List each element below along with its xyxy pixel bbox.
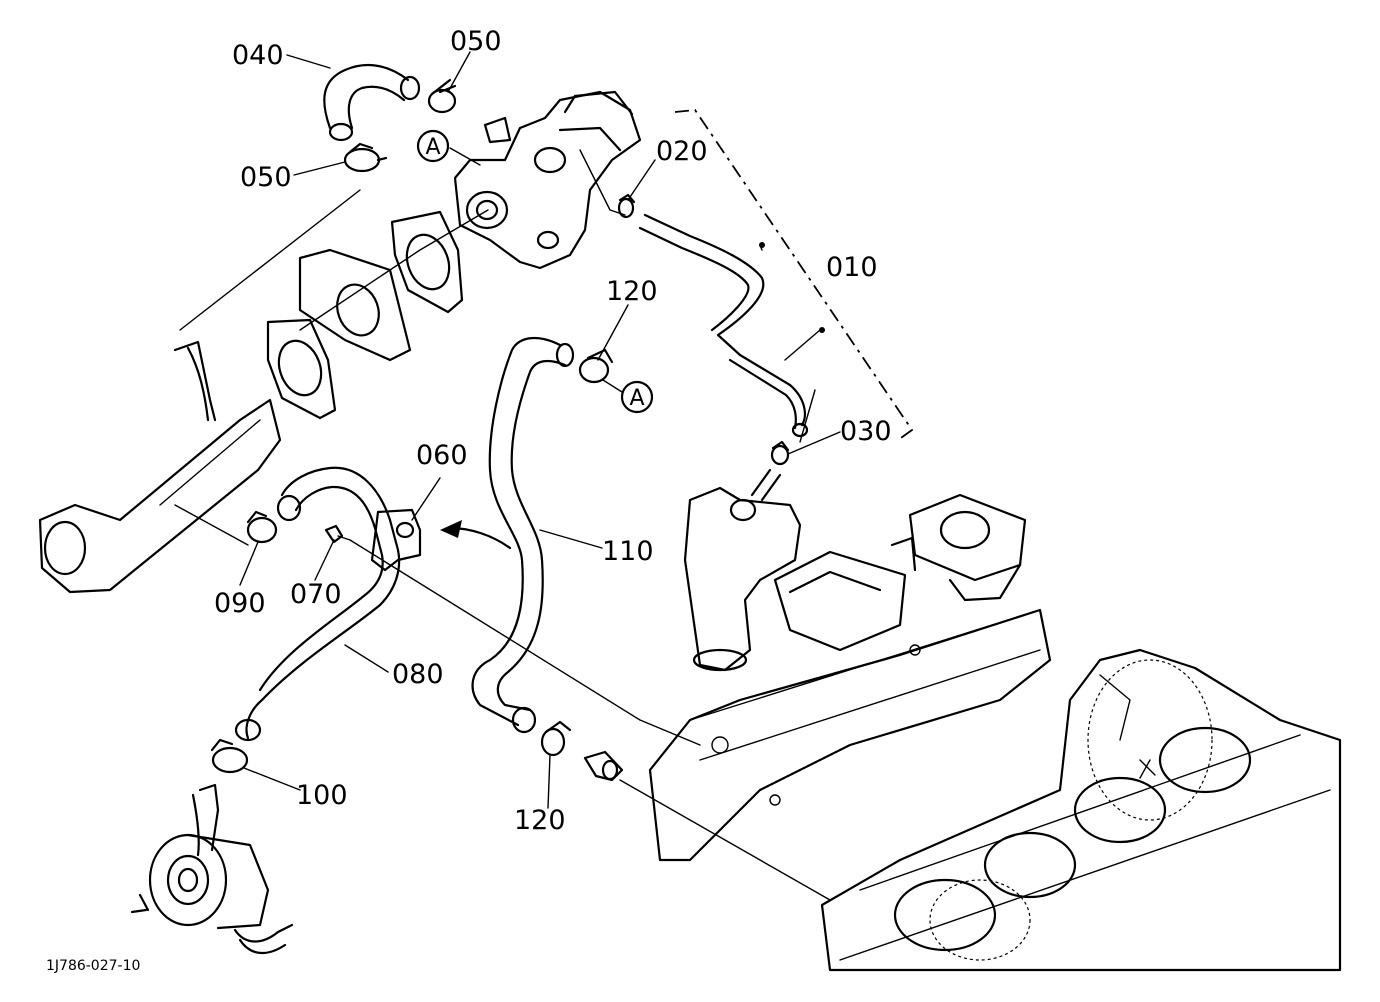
reference-code: 1J786-027-10: [46, 958, 140, 974]
leader-lines: [174, 51, 841, 901]
clamp-120-lower: [540, 720, 572, 757]
clamp-100: [210, 738, 249, 774]
clamp-090: [246, 510, 278, 544]
hose-110: [471, 337, 575, 734]
label-020: 020: [656, 136, 708, 167]
label-100: 100: [296, 780, 348, 811]
oil-cooler: [130, 783, 294, 955]
hose-040: [323, 63, 421, 142]
marker-a-mid-label: A: [629, 386, 644, 411]
label-080: 080: [392, 659, 444, 690]
water-fitting: [583, 750, 624, 782]
adapter-plate: [298, 248, 412, 362]
bracket-010: [674, 109, 914, 441]
hose-080: [234, 466, 401, 742]
label-030: 030: [840, 416, 892, 447]
gasket-lower: [266, 318, 337, 420]
pipe-010: [638, 213, 825, 438]
clamp-030: [750, 440, 790, 502]
gasket-upper: [390, 210, 464, 314]
bracket-060: [370, 508, 422, 572]
marker-a-mid: A: [620, 380, 654, 414]
label-050-top: 050: [450, 26, 502, 57]
label-010: 010: [826, 252, 878, 283]
label-090: 090: [214, 588, 266, 619]
cylinder-head: [820, 648, 1342, 972]
clamp-120-upper: [578, 348, 614, 384]
egr-cooler: [38, 340, 282, 594]
label-070: 070: [290, 579, 342, 610]
direction-arrow: [440, 520, 512, 550]
marker-a-top-label: A: [425, 135, 440, 160]
label-120-top: 120: [606, 276, 658, 307]
egr-valve: [453, 90, 642, 270]
clamp-020: [617, 193, 636, 219]
bolt-070: [324, 524, 351, 544]
intake-manifold: [648, 493, 1052, 862]
label-060: 060: [416, 440, 468, 471]
label-050-left: 050: [240, 162, 292, 193]
label-110: 110: [602, 536, 654, 567]
clamp-050-lower: [343, 142, 388, 173]
thermostat-housing: [683, 486, 802, 672]
marker-a-top: A: [416, 129, 450, 163]
clamp-050-upper: [427, 78, 457, 114]
label-040: 040: [232, 40, 284, 71]
label-120-bottom: 120: [514, 805, 566, 836]
